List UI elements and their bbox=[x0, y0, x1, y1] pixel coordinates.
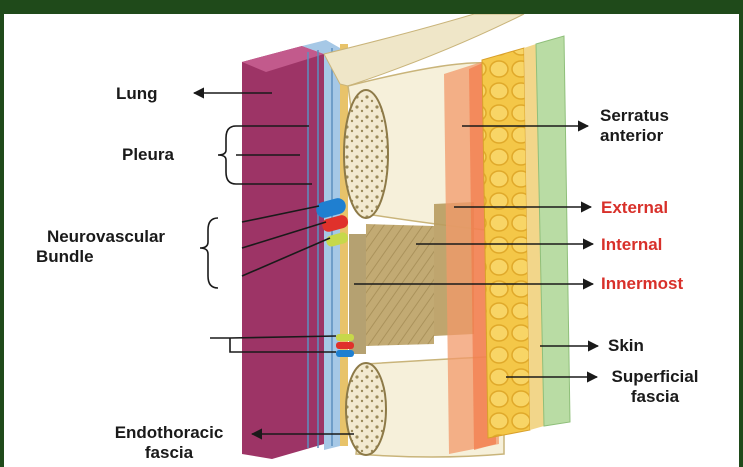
label-skin: Skin bbox=[608, 336, 644, 356]
neurovascular-bundle-lower bbox=[336, 334, 354, 357]
diagram-frame: Lung Pleura Neurovascular Bundle Endotho… bbox=[4, 14, 739, 467]
label-serratus-anterior: Serratus anterior bbox=[600, 106, 669, 146]
label-lung: Lung bbox=[116, 84, 158, 104]
label-pleura: Pleura bbox=[122, 145, 174, 165]
label-superficial-line1: Superficial bbox=[600, 367, 710, 387]
skin-layer bbox=[524, 36, 570, 430]
label-innermost: Innermost bbox=[601, 274, 683, 294]
endothoracic-fascia-layer bbox=[340, 44, 348, 446]
label-serratus-line2: anterior bbox=[600, 126, 669, 146]
label-endothoracic-line2: fascia bbox=[94, 443, 244, 463]
label-neurovascular-line1: Neurovascular bbox=[14, 227, 198, 247]
label-neurovascular-bundle: Neurovascular Bundle bbox=[14, 227, 198, 267]
label-endothoracic-fascia: Endothoracic fascia bbox=[94, 423, 244, 463]
label-external: External bbox=[601, 198, 668, 218]
label-superficial-fascia: Superficial fascia bbox=[600, 367, 710, 407]
superficial-fascia-layer bbox=[482, 48, 530, 438]
lung-layer bbox=[242, 46, 324, 459]
pleura-bracket bbox=[218, 126, 236, 184]
label-internal: Internal bbox=[601, 235, 662, 255]
label-serratus-line1: Serratus bbox=[600, 106, 669, 126]
label-neurovascular-line2: Bundle bbox=[14, 247, 198, 267]
label-superficial-line2: fascia bbox=[600, 387, 710, 407]
neurovascular-bracket bbox=[200, 218, 218, 288]
label-endothoracic-line1: Endothoracic bbox=[94, 423, 244, 443]
